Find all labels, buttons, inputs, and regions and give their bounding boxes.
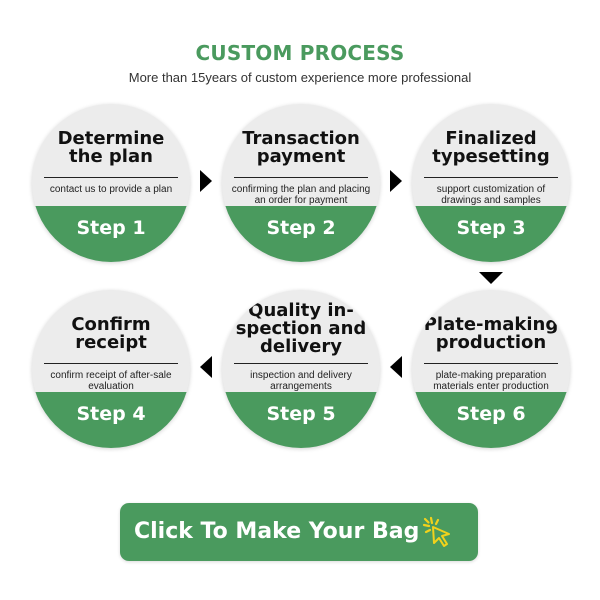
- divider: [424, 177, 558, 178]
- divider: [44, 363, 178, 364]
- step-label: Step 3: [412, 206, 570, 262]
- step-label: Step 5: [222, 392, 380, 448]
- divider: [44, 177, 178, 178]
- divider: [234, 363, 368, 364]
- step-description: confirming the plan and placing an order…: [231, 184, 371, 206]
- step-circle-transaction-payment: Transaction payment confirming the plan …: [222, 104, 380, 262]
- step-circle-finalized-typesetting: Finalized typesetting support customizat…: [412, 104, 570, 262]
- step-description: support customization of drawings and sa…: [436, 184, 546, 206]
- step-title: Finalized typesetting: [432, 128, 550, 167]
- step-title: Quality in-spection and delivery: [235, 300, 367, 357]
- step-description: plate-making preparation materials enter…: [433, 370, 549, 392]
- step-label: Step 1: [32, 206, 190, 262]
- step-title: Determine the plan: [57, 128, 165, 167]
- step-circle-determine-plan: Determine the plan contact us to provide…: [32, 104, 190, 262]
- arrow-left-icon: [390, 356, 402, 378]
- step-description: confirm receipt of after-sale evaluation: [50, 370, 172, 392]
- step-circle-quality-inspection: Quality in-spection and delivery inspect…: [222, 290, 380, 448]
- arrow-right-icon: [390, 170, 402, 192]
- step-label: Step 4: [32, 392, 190, 448]
- step-circle-confirm-receipt: Confirm receipt confirm receipt of after…: [32, 290, 190, 448]
- arrow-right-icon: [200, 170, 212, 192]
- divider: [234, 177, 368, 178]
- cta-label: Click To Make Your Bag: [134, 519, 420, 544]
- step-title: Confirm receipt: [71, 314, 151, 353]
- step-circle-plate-making: Plate-making production plate-making pre…: [412, 290, 570, 448]
- cursor-click-icon: [422, 516, 456, 555]
- step-description: contact us to provide a plan: [49, 184, 173, 195]
- arrow-left-icon: [200, 356, 212, 378]
- page-subtitle: More than 15years of custom experience m…: [128, 70, 472, 85]
- arrow-down-icon: [479, 272, 503, 284]
- make-your-bag-button[interactable]: Click To Make Your Bag: [120, 503, 478, 561]
- step-title: Transaction payment: [242, 128, 360, 167]
- step-label: Step 2: [222, 206, 380, 262]
- step-title: Plate-making production: [423, 314, 559, 353]
- divider: [424, 363, 558, 364]
- page-title: CUSTOM PROCESS: [195, 41, 405, 65]
- step-description: inspection and delivery arrangements: [250, 370, 352, 392]
- step-label: Step 6: [412, 392, 570, 448]
